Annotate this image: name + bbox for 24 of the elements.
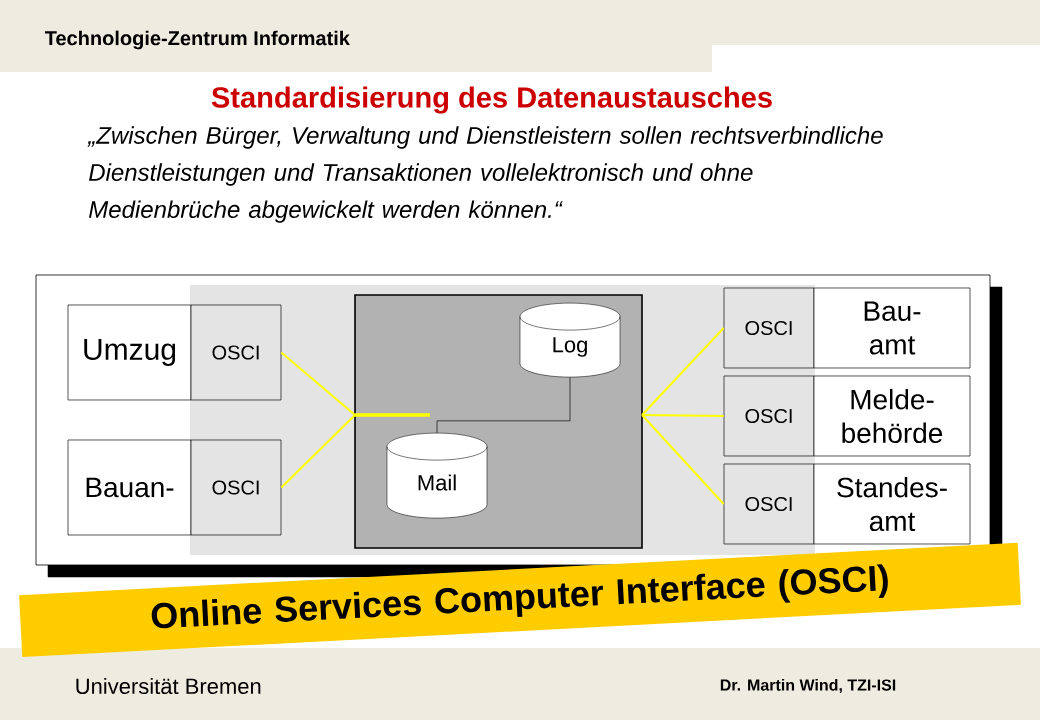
- process-box: Umzug: [67, 304, 192, 401]
- authority-box: Melde- behörde: [813, 375, 971, 457]
- database-cylinder: Log: [519, 302, 621, 378]
- interface-box: OSCI: [723, 287, 815, 369]
- process-box: Bauan-: [67, 439, 192, 536]
- quote-text: „Zwischen Bürger, Verwaltung und Dienstleistern sollen rechtsverbindliche Dienstleistungen und Transaktionen vollelektronisch und ohne Medienbrüche abgewickelt werden können.“: [87, 126, 883, 223]
- interface-box: OSCI: [190, 304, 282, 401]
- authority-box: Standes- amt: [813, 463, 971, 545]
- footer-text: Universität Bremen: [76, 677, 261, 695]
- connector-line: [280, 351, 356, 416]
- header-text: Technologie-Zentrum Informatik: [44, 30, 350, 50]
- connector-line: [436, 377, 571, 434]
- banner: Online Services Computer Interface (OSCI): [19, 542, 1021, 658]
- connector-line: [641, 414, 725, 417]
- database-cylinder: Mail: [386, 432, 488, 519]
- interface-box: OSCI: [723, 463, 815, 545]
- author-text: Dr. Martin Wind, TZI-ISI: [720, 678, 896, 693]
- connector-line: [641, 414, 725, 505]
- authority-box: Bau- amt: [813, 287, 971, 369]
- interface-box: OSCI: [723, 375, 815, 457]
- interface-box: OSCI: [190, 439, 282, 536]
- connector-line: [641, 327, 725, 416]
- connector-line: [280, 414, 356, 489]
- title: Standardisierung des Datenaustausches: [211, 86, 772, 114]
